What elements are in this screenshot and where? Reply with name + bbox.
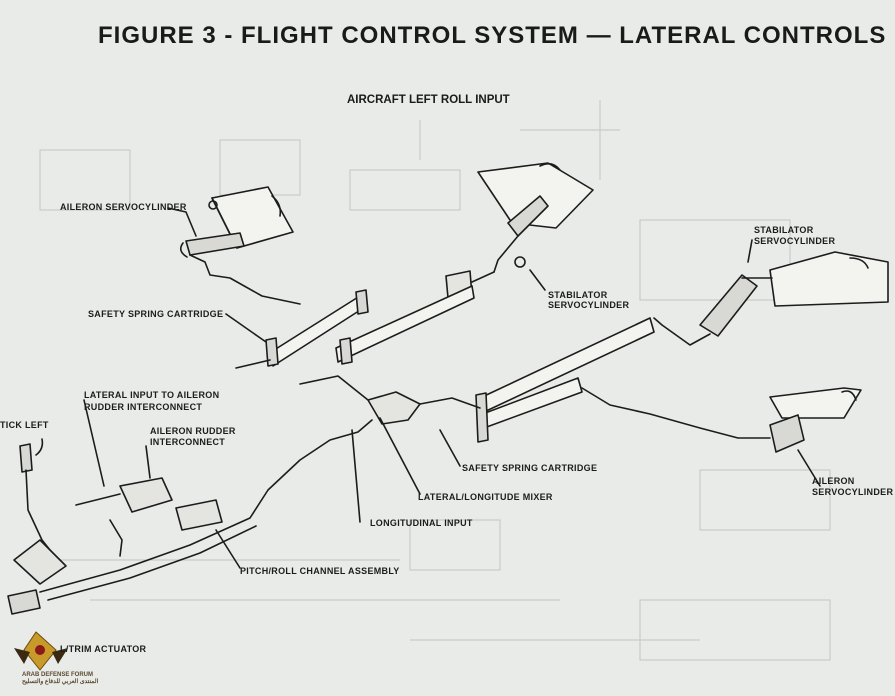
leader-stabilator-center [529,269,546,291]
label-stabilator-center-1: STABILATOR [548,290,608,300]
label-trim-actuator: L/TRIM ACTUATOR [60,644,147,654]
label-longitudinal-input: LONGITUDINAL INPUT [370,518,473,528]
spring-bellcrank-1 [265,337,279,367]
label-lateral-input-1: LATERAL INPUT TO AILERON [84,390,220,400]
label-aileron-servocylinder-right-2: SERVOCYLINDER [812,487,894,497]
left-aileron-servocylinder [185,232,245,256]
center-stabilator-rod [493,235,519,273]
watermark-emblem [14,631,68,671]
right-stabilator-motion-arrow [849,257,869,269]
stick-motion-arrow [35,438,44,456]
leader-aileron-rudder-interconnect [145,445,151,479]
label-lateral-longitude-mixer: LATERAL/LONGITUDE MIXER [418,492,553,502]
left-aileron-motion-arrow [271,195,282,217]
figure-subtitle: AIRCRAFT LEFT ROLL INPUT [347,94,510,106]
left-aileron-servo-mount [179,242,188,258]
upper-tube-link [235,359,271,369]
label-stabilator-right-1: STABILATOR [754,225,814,235]
center-stabilator-servocylinder [507,195,549,237]
label-pitch-roll-channel: PITCH/ROLL CHANNEL ASSEMBLY [240,566,400,576]
lateral-cable-run-return [47,525,257,601]
lateral-cable-run [39,419,373,593]
leader-safety-spring-upper [225,313,267,343]
label-stabilator-center-2: SERVOCYLINDER [548,300,630,310]
left-aileron-pivot [208,200,218,210]
label-aileron-servocylinder-left: AILERON SERVOCYLINDER [60,202,187,212]
lateral-longitude-mixer [367,391,421,425]
right-stabilator-surface [769,251,889,307]
center-stabilator-surface [477,162,594,229]
right-stabilator-linkage [653,317,711,346]
leader-aileron-servocylinder-right [797,449,821,487]
leader-lateral-input [83,399,105,487]
right-aileron-surface [769,387,862,419]
center-stabilator-link [471,271,495,283]
figure-title: FIGURE 3 - FLIGHT CONTROL SYSTEM — LATER… [98,22,887,49]
ghost-background-lines [39,100,831,661]
label-aileron-rudder-interconnect-1: AILERON RUDDER [150,426,236,436]
interconnect-input-link [75,493,121,506]
spring-bellcrank-4 [475,392,489,443]
right-aileron-linkage [581,387,771,439]
control-stick-base [13,539,67,585]
watermark-text: ARAB DEFENSE FORUM المنتدى العربي للدفاع… [22,672,98,685]
label-stick-left: TICK LEFT [0,420,49,430]
watermark-line-1: ARAB DEFENSE FORUM [22,672,94,678]
leader-aileron-servocylinder-left [167,207,197,237]
label-aileron-servocylinder-right-1: AILERON [812,476,855,486]
mixer-input-link [299,375,369,401]
right-aileron-motion-arrow [841,390,857,401]
center-stabilator-pivot [514,256,526,268]
leader-lateral-longitude-mixer [379,417,421,495]
leader-stabilator-right [747,239,753,263]
interconnect-output-link [109,519,123,557]
mixer-output-link [419,397,481,409]
upper-center-spring-tube [335,285,475,363]
right-aileron-servocylinder [769,414,805,453]
label-safety-spring-lower: SAFETY SPRING CARTRIDGE [462,463,598,473]
label-stabilator-right-2: SERVOCYLINDER [754,236,836,246]
left-aileron-linkage [189,254,301,305]
watermark-line-2: المنتدى العربي للدفاع والتسليح [22,679,99,685]
aileron-rudder-interconnect-box [119,477,173,513]
pitch-roll-channel-assembly [175,499,223,531]
leader-safety-spring-lower [439,429,461,467]
leader-longitudinal-input [351,429,361,523]
label-safety-spring-upper: SAFETY SPRING CARTRIDGE [88,309,224,319]
spring-bellcrank-3 [339,337,353,365]
control-stick-grip [19,443,33,473]
leader-pitch-roll-channel [215,529,241,569]
right-stabilator-servocylinder [699,274,758,337]
center-stabilator-motion-arrow [539,162,561,171]
spring-bellcrank-2 [355,289,369,315]
label-aileron-rudder-interconnect-2: INTERCONNECT [150,437,226,447]
label-lateral-input-2: RUDDER INTERCONNECT [84,402,203,412]
trim-actuator-body [7,589,41,615]
